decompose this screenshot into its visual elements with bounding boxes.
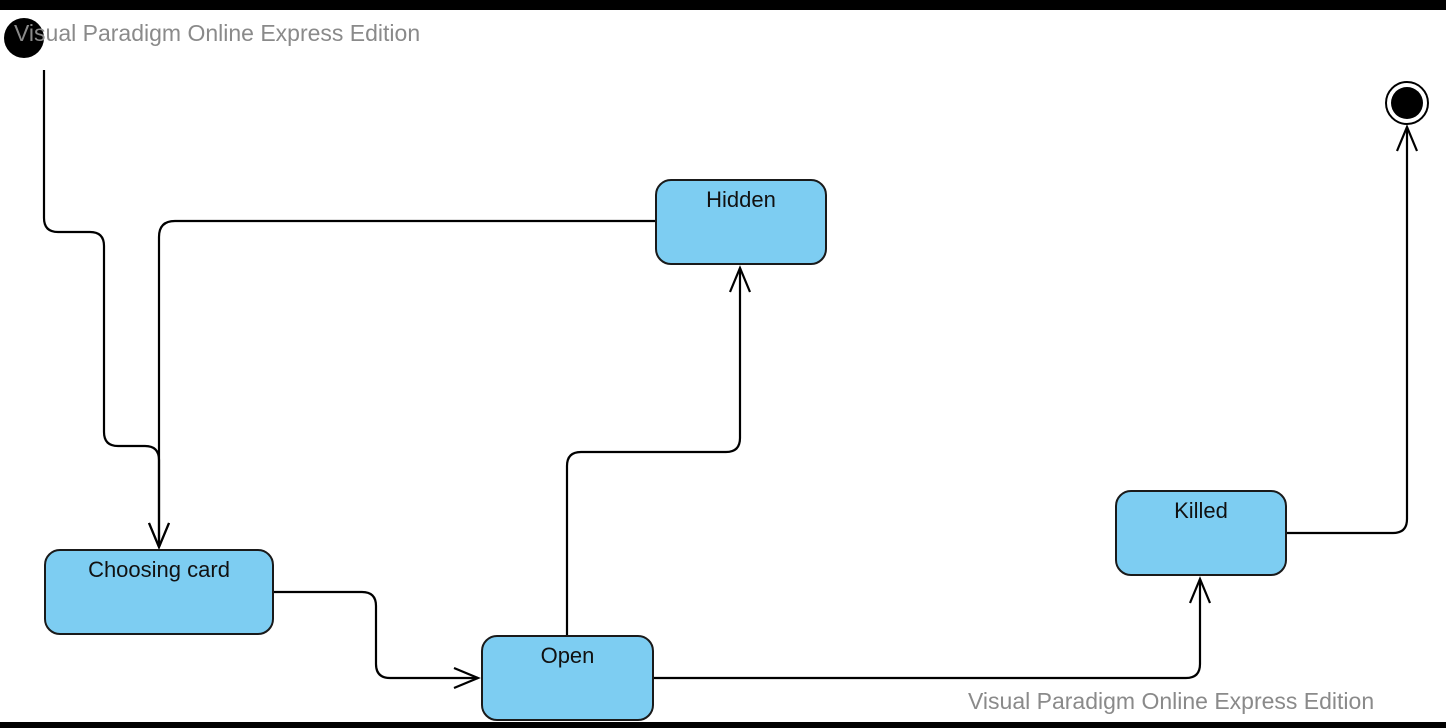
transition-killed-to-final[interactable]	[1287, 124, 1419, 535]
transition-open-to-killed[interactable]	[654, 576, 1212, 680]
arrowhead-icon	[1188, 576, 1212, 604]
watermark-top: Visual Paradigm Online Express Edition	[14, 20, 421, 46]
state-hidden[interactable]: Hidden	[655, 179, 827, 265]
transitions-layer	[42, 70, 1419, 690]
top-border	[0, 0, 1446, 10]
arrowhead-icon	[728, 265, 752, 293]
state-open[interactable]: Open	[481, 635, 654, 721]
transition-line	[274, 590, 478, 680]
transition-initial-to-choosing-card[interactable]	[42, 70, 171, 550]
state-choosing-card[interactable]: Choosing card	[44, 549, 274, 635]
arrowhead-icon	[147, 522, 171, 550]
transition-line	[565, 268, 742, 635]
transition-line	[42, 70, 161, 547]
final-state[interactable]	[1385, 81, 1429, 125]
watermark-bottom: Visual Paradigm Online Express Edition	[968, 688, 1375, 714]
bottom-border	[0, 722, 1446, 728]
transition-line	[157, 219, 655, 547]
transition-hidden-to-choosing-card[interactable]	[147, 219, 655, 550]
transition-line	[654, 579, 1202, 680]
transition-choosing-card-to-open[interactable]	[274, 590, 481, 690]
arrowhead-icon	[453, 666, 481, 690]
state-killed[interactable]: Killed	[1115, 490, 1287, 576]
arrowhead-icon	[1395, 124, 1419, 152]
initial-state[interactable]	[4, 18, 44, 58]
transition-line	[1287, 127, 1409, 535]
transition-open-to-hidden[interactable]	[565, 265, 752, 635]
